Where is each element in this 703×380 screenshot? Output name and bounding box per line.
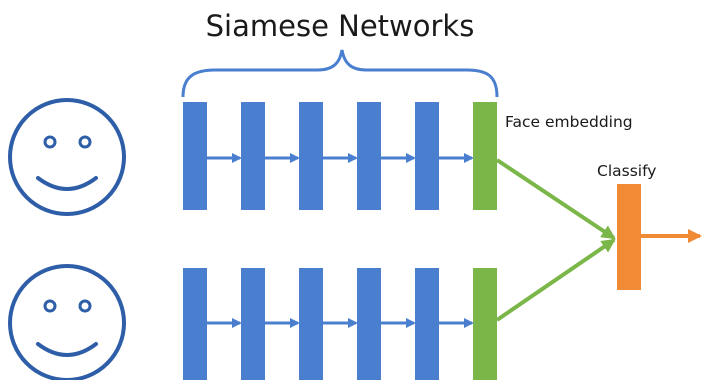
hidden-layer bbox=[183, 268, 207, 380]
network-brace bbox=[181, 49, 499, 98]
smiley-face-icon bbox=[8, 264, 126, 380]
hidden-layer bbox=[241, 102, 265, 210]
classify-label: Classify bbox=[597, 162, 656, 180]
embedding-to-classifier-arrow bbox=[495, 158, 616, 240]
hidden-layer bbox=[357, 102, 381, 210]
diagram-title: Siamese Networks bbox=[206, 9, 475, 43]
embedding-layer bbox=[473, 102, 497, 210]
top-branch bbox=[8, 98, 497, 216]
face-embedding-label: Face embedding bbox=[505, 113, 633, 131]
smiley-face-icon bbox=[8, 98, 126, 216]
bottom-branch bbox=[8, 264, 497, 380]
embedding-layer bbox=[473, 268, 497, 380]
hidden-layer bbox=[299, 102, 323, 210]
classifier-layer bbox=[617, 184, 641, 290]
hidden-layer bbox=[299, 268, 323, 380]
hidden-layer bbox=[241, 268, 265, 380]
hidden-layer bbox=[183, 102, 207, 210]
hidden-layer bbox=[415, 268, 439, 380]
embedding-to-classifier-arrow bbox=[495, 238, 616, 322]
hidden-layer bbox=[357, 268, 381, 380]
hidden-layer bbox=[415, 102, 439, 210]
